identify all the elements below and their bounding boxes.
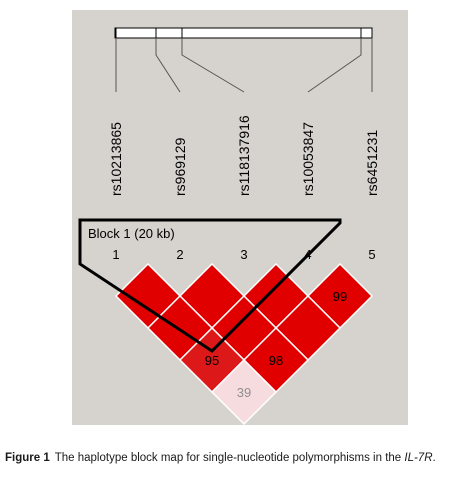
- snp-index-label: 1: [112, 247, 119, 262]
- ld-value-label: 99: [333, 289, 347, 304]
- ld-value-label: 98: [269, 353, 283, 368]
- snp-connector-line: [307, 38, 362, 93]
- caption-gene: IL-7R: [404, 452, 433, 464]
- snp-name-label: rs6451231: [364, 130, 380, 196]
- chromosome-bar: [114, 27, 373, 39]
- haplotype-block-outline: [78, 218, 342, 353]
- snp-name-label: rs118137916: [236, 115, 252, 196]
- snp-index-label: 5: [368, 247, 375, 262]
- snp-name-label: rs10213865: [108, 122, 124, 196]
- snp-index-label: 2: [176, 247, 183, 262]
- block-label: Block 1 (20 kb): [88, 226, 175, 241]
- snp-index-label: 3: [240, 247, 247, 262]
- caption-text: The haplotype block map for single-nucle…: [54, 452, 405, 464]
- ld-value-label: 39: [237, 385, 251, 400]
- caption-end: .: [432, 452, 436, 464]
- figure-label: Figure 1: [5, 452, 50, 464]
- snp-connector-line: [155, 38, 181, 93]
- ld-value-label: 95: [205, 353, 219, 368]
- snp-name-label: rs10053847: [300, 122, 316, 196]
- figure-caption: Figure 1 The haplotype block map for sing…: [5, 452, 470, 470]
- snp-connector-line: [181, 38, 245, 93]
- ld-cell: [210, 358, 278, 426]
- snp-name-label: rs969129: [172, 137, 188, 196]
